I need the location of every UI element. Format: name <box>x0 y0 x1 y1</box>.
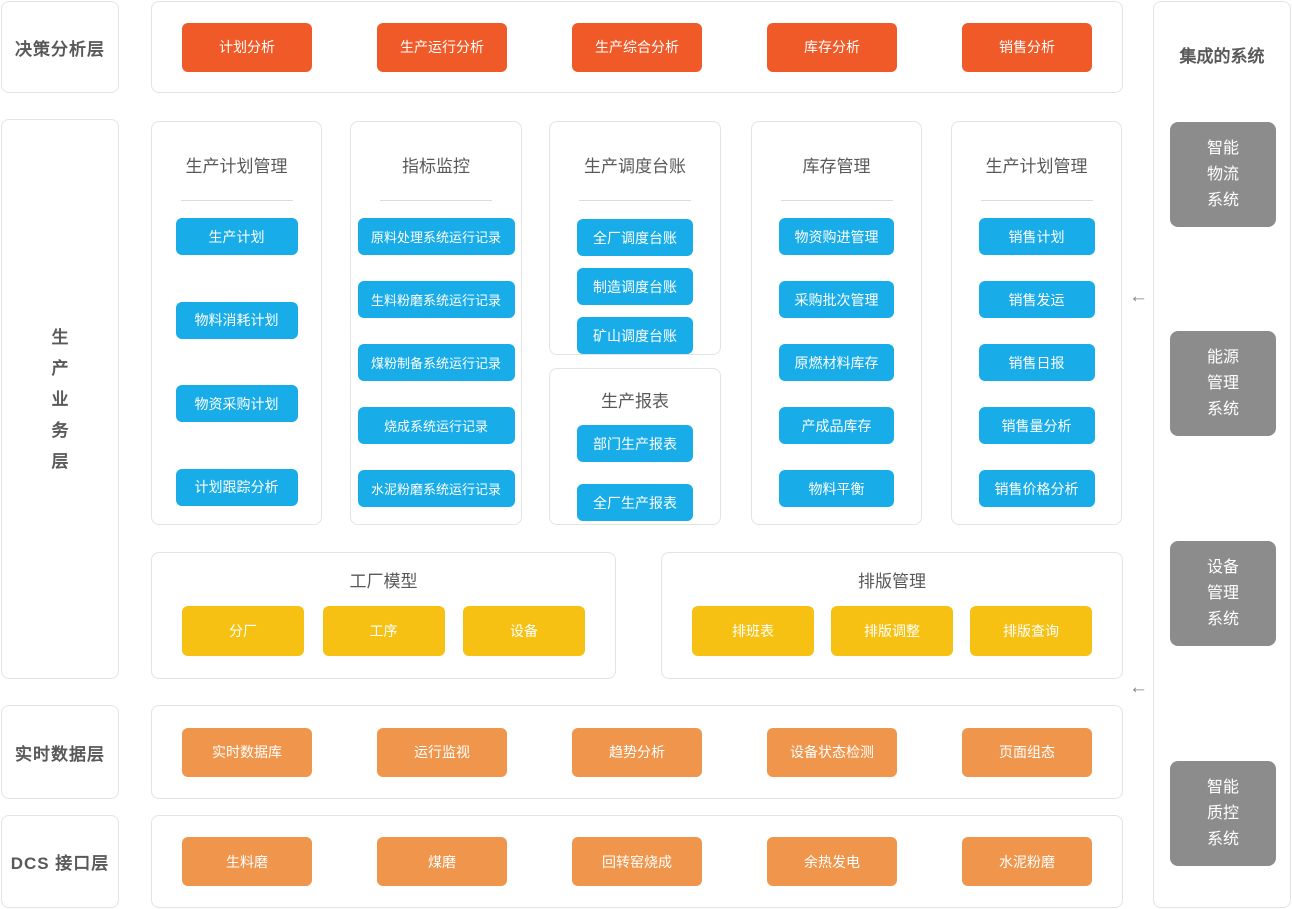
divider <box>780 200 893 201</box>
button-coal-mill[interactable]: 煤磨 <box>377 837 507 886</box>
button-sales-daily-report[interactable]: 销售日报 <box>978 344 1095 381</box>
layer-decision-analysis: 决策分析层 <box>1 1 119 93</box>
layer-dcs-interface-label: DCS 接口层 <box>10 854 110 873</box>
button-branch-plant[interactable]: 分厂 <box>182 606 304 656</box>
panel-production-report-title: 生产报表 <box>601 392 669 411</box>
button-plan-tracking-analysis[interactable]: 计划跟踪分析 <box>175 468 298 506</box>
layer-realtime-data-label: 实时数据层 <box>15 744 105 764</box>
button-raw-meal-grinding-record[interactable]: 生料粉磨系统运行记录 <box>357 281 515 318</box>
button-raw-fuel-material-inventory[interactable]: 原燃材料库存 <box>779 344 894 381</box>
button-process[interactable]: 工序 <box>322 606 445 656</box>
panel-factory-model-title: 工厂模型 <box>349 572 418 591</box>
layer-dcs-interface: DCS 接口层 <box>1 815 119 908</box>
left-arrow-icon: ← <box>1129 677 1148 698</box>
panel-inventory-management: 库存管理 物资购进管理 采购批次管理 原燃材料库存 产成品库存 物料平衡 <box>751 121 922 525</box>
panel-scheduling-management-title: 排版管理 <box>858 572 926 591</box>
button-department-production-report[interactable]: 部门生产报表 <box>577 425 693 462</box>
button-manufacturing-dispatch-ledger[interactable]: 制造调度台账 <box>577 268 693 305</box>
system-smart-logistics[interactable]: 智能 物流 系统 <box>1170 122 1276 227</box>
button-production-operation-analysis[interactable]: 生产运行分析 <box>377 22 507 72</box>
panel-kpi-monitoring-title: 指标监控 <box>402 157 470 176</box>
divider <box>980 200 1093 201</box>
button-raw-material-processing-record[interactable]: 原料处理系统运行记录 <box>357 218 515 255</box>
panel-scheduling-management: 排版管理 排班表 排版调整 排版查询 <box>661 552 1123 679</box>
button-production-comprehensive-analysis[interactable]: 生产综合分析 <box>572 22 702 72</box>
button-schedule-query[interactable]: 排版查询 <box>970 606 1092 656</box>
panel-production-plan-management: 生产计划管理 生产计划 物料消耗计划 物资采购计划 计划跟踪分析 <box>151 121 322 525</box>
button-material-balance[interactable]: 物料平衡 <box>779 470 894 507</box>
button-equipment-status-detection[interactable]: 设备状态检测 <box>767 727 897 777</box>
layer-production-business: 生 产 业 务 层 <box>1 119 119 679</box>
button-coal-preparation-record[interactable]: 煤粉制备系统运行记录 <box>357 344 515 381</box>
divider <box>579 200 691 201</box>
panel-factory-model: 工厂模型 分厂 工序 设备 <box>151 552 616 679</box>
button-sales-price-analysis[interactable]: 销售价格分析 <box>978 470 1095 507</box>
system-equipment-management[interactable]: 设备 管理 系统 <box>1170 541 1276 646</box>
layer-decision-analysis-label: 决策分析层 <box>15 39 105 59</box>
button-material-consumption-plan[interactable]: 物料消耗计划 <box>175 301 298 339</box>
integrated-systems-title: 集成的系统 <box>1179 47 1265 66</box>
button-trend-analysis[interactable]: 趋势分析 <box>572 727 702 777</box>
button-sales-analysis[interactable]: 销售分析 <box>962 22 1092 72</box>
decision-analysis-row: 计划分析 生产运行分析 生产综合分析 库存分析 销售分析 <box>151 1 1123 93</box>
integrated-systems-column: 集成的系统 智能 物流 系统 能源 管理 系统 设备 管理 系统 智能 质控 系… <box>1153 1 1291 908</box>
button-plan-analysis[interactable]: 计划分析 <box>182 22 312 72</box>
button-finished-product-inventory[interactable]: 产成品库存 <box>779 407 894 444</box>
button-cement-grinding-record[interactable]: 水泥粉磨系统运行记录 <box>357 470 515 507</box>
button-plant-dispatch-ledger[interactable]: 全厂调度台账 <box>577 219 693 256</box>
button-mine-dispatch-ledger[interactable]: 矿山调度台账 <box>577 317 693 354</box>
panel-dispatch-ledger-title: 生产调度台账 <box>584 157 686 176</box>
button-material-purchase-plan[interactable]: 物资采购计划 <box>175 385 298 423</box>
left-arrow-icon: ← <box>1129 286 1148 307</box>
divider <box>180 200 293 201</box>
layer-realtime-data: 实时数据层 <box>1 705 119 799</box>
button-plant-production-report[interactable]: 全厂生产报表 <box>577 484 693 521</box>
button-rotary-kiln-burning[interactable]: 回转窑烧成 <box>572 837 702 886</box>
panel-sales-management: 生产计划管理 销售计划 销售发运 销售日报 销售量分析 销售价格分析 <box>951 121 1122 525</box>
button-operation-monitoring[interactable]: 运行监视 <box>377 727 507 777</box>
system-energy-management[interactable]: 能源 管理 系统 <box>1170 331 1276 436</box>
button-realtime-database[interactable]: 实时数据库 <box>182 727 312 777</box>
panel-production-dispatch-ledger: 生产调度台账 全厂调度台账 制造调度台账 矿山调度台账 <box>549 121 721 355</box>
button-clinker-burning-record[interactable]: 烧成系统运行记录 <box>357 407 515 444</box>
button-page-configuration[interactable]: 页面组态 <box>962 727 1092 777</box>
button-waste-heat-power[interactable]: 余热发电 <box>767 837 897 886</box>
panel-inventory-management-title: 库存管理 <box>802 157 871 176</box>
panel-production-plan-title: 生产计划管理 <box>185 157 288 176</box>
button-material-purchase-management[interactable]: 物资购进管理 <box>779 218 894 255</box>
dcs-interface-row: 生料磨 煤磨 回转窑烧成 余热发电 水泥粉磨 <box>151 815 1123 908</box>
button-cement-grinding[interactable]: 水泥粉磨 <box>962 837 1092 886</box>
button-shift-schedule[interactable]: 排班表 <box>692 606 814 656</box>
button-raw-meal-mill[interactable]: 生料磨 <box>182 837 312 886</box>
panel-sales-management-title: 生产计划管理 <box>985 157 1088 176</box>
button-production-plan[interactable]: 生产计划 <box>175 218 298 255</box>
button-inventory-analysis[interactable]: 库存分析 <box>767 22 897 72</box>
button-purchase-batch-management[interactable]: 采购批次管理 <box>779 281 894 318</box>
button-equipment[interactable]: 设备 <box>463 606 585 656</box>
divider <box>380 200 492 201</box>
panel-kpi-monitoring: 指标监控 原料处理系统运行记录 生料粉磨系统运行记录 煤粉制备系统运行记录 烧成… <box>350 121 522 525</box>
panel-production-report: 生产报表 部门生产报表 全厂生产报表 <box>549 368 721 525</box>
button-sales-volume-analysis[interactable]: 销售量分析 <box>978 407 1095 444</box>
button-sales-plan[interactable]: 销售计划 <box>978 218 1095 255</box>
system-smart-quality-control[interactable]: 智能 质控 系统 <box>1170 761 1276 866</box>
button-sales-shipping[interactable]: 销售发运 <box>978 281 1095 318</box>
button-schedule-adjustment[interactable]: 排版调整 <box>831 606 953 656</box>
layer-production-business-label: 生 产 业 务 层 <box>51 327 69 471</box>
realtime-data-row: 实时数据库 运行监视 趋势分析 设备状态检测 页面组态 <box>151 705 1123 799</box>
